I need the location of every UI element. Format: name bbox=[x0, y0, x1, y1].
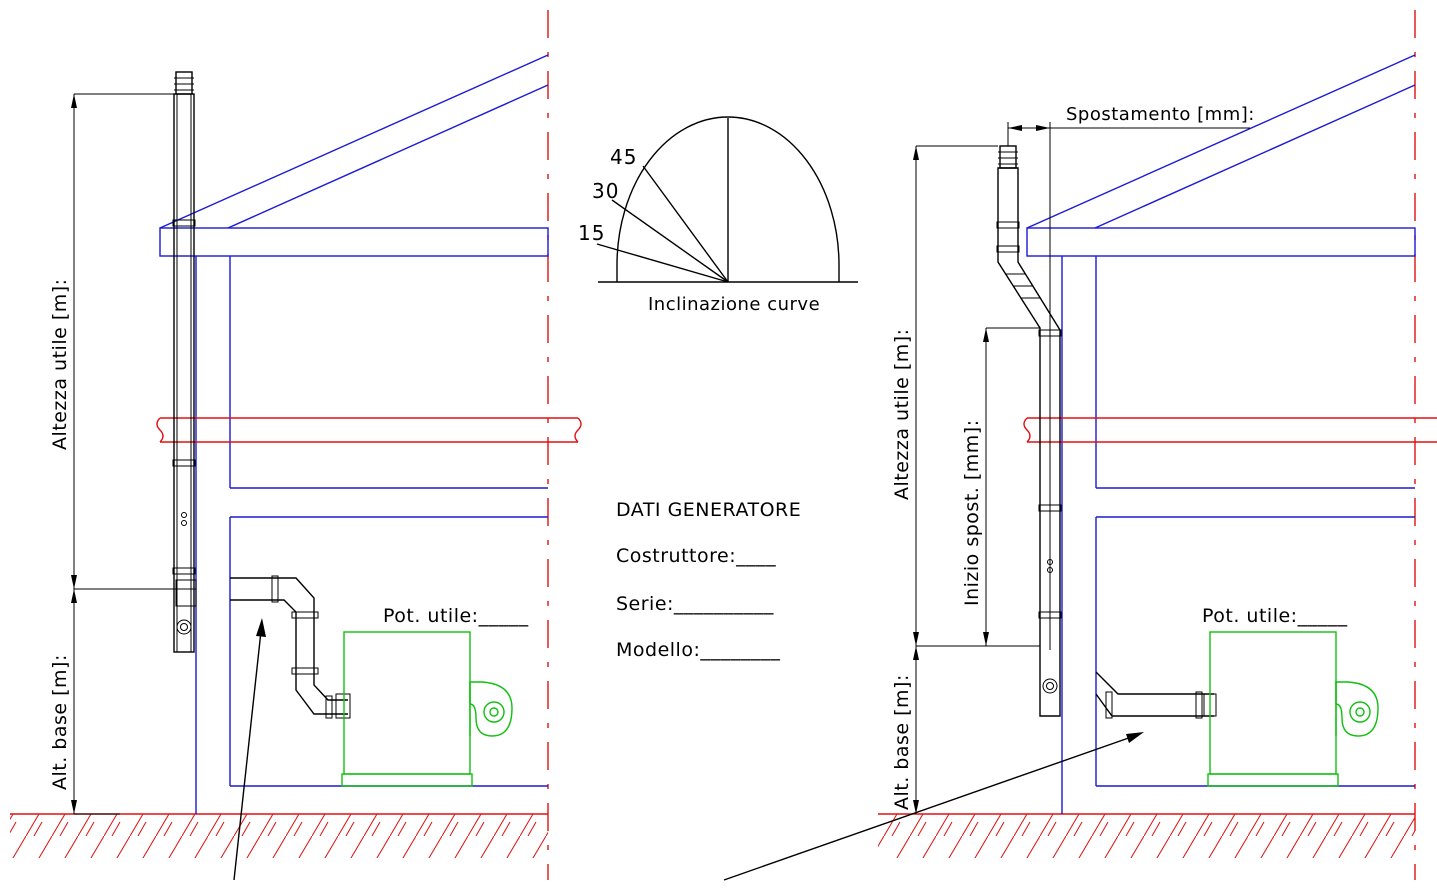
walls-right bbox=[1061, 256, 1415, 814]
dimensions-right bbox=[913, 122, 1250, 814]
alt-base-label-right: Alt. base [m]: bbox=[891, 674, 913, 810]
angle-label-15: 15 bbox=[578, 221, 605, 245]
pointer-arrow-right bbox=[723, 732, 1144, 881]
costruttore-field: Costruttore:____ bbox=[616, 545, 776, 567]
angle-diagram: 45 30 15 Inclinazione curve bbox=[578, 116, 858, 315]
ground-left bbox=[10, 813, 548, 858]
roof-right bbox=[1026, 54, 1416, 257]
dimensions-left bbox=[71, 93, 196, 815]
spostamento-label: Spostamento [mm]: bbox=[1066, 104, 1255, 125]
generator-right bbox=[1207, 631, 1379, 787]
floor-slab-left bbox=[156, 417, 582, 443]
flue-pipe-right bbox=[996, 145, 1062, 717]
angle-label-45: 45 bbox=[610, 145, 637, 169]
connector-pipe-right bbox=[1095, 671, 1217, 719]
floor-slab-right bbox=[1023, 417, 1437, 443]
flue-pipe-left bbox=[172, 71, 197, 653]
alt-base-label-left: Alt. base [m]: bbox=[49, 654, 71, 790]
generator-data-block: DATI GENERATORE Costruttore:____ Serie:_… bbox=[616, 499, 801, 661]
serie-field: Serie:__________ bbox=[616, 593, 774, 615]
left-scheme: Altezza utile [m]: Alt. base [m]: Pot. u… bbox=[10, 10, 582, 881]
angle-label-30: 30 bbox=[592, 179, 619, 203]
inizio-spost-label: Inizio spost. [mm]: bbox=[961, 419, 983, 606]
pot-utile-label-left: Pot. utile:_____ bbox=[383, 605, 529, 627]
modello-field: Modello:________ bbox=[616, 639, 780, 661]
altezza-utile-label-left: Altezza utile [m]: bbox=[49, 278, 71, 450]
roof-left bbox=[159, 54, 549, 257]
inclinazione-curve-label: Inclinazione curve bbox=[648, 294, 820, 315]
altezza-utile-label-right: Altezza utile [m]: bbox=[891, 328, 913, 500]
ground-right bbox=[878, 813, 1415, 858]
pointer-arrow-left bbox=[233, 618, 266, 881]
dati-generatore-title: DATI GENERATORE bbox=[616, 499, 801, 521]
connector-pipe-left bbox=[230, 575, 351, 719]
pot-utile-label-right: Pot. utile:_____ bbox=[1202, 605, 1348, 627]
walls-left bbox=[195, 256, 548, 814]
right-scheme: Spostamento [mm]: Altezza utile [m]: Ini… bbox=[723, 10, 1437, 881]
generator-left bbox=[341, 631, 513, 787]
